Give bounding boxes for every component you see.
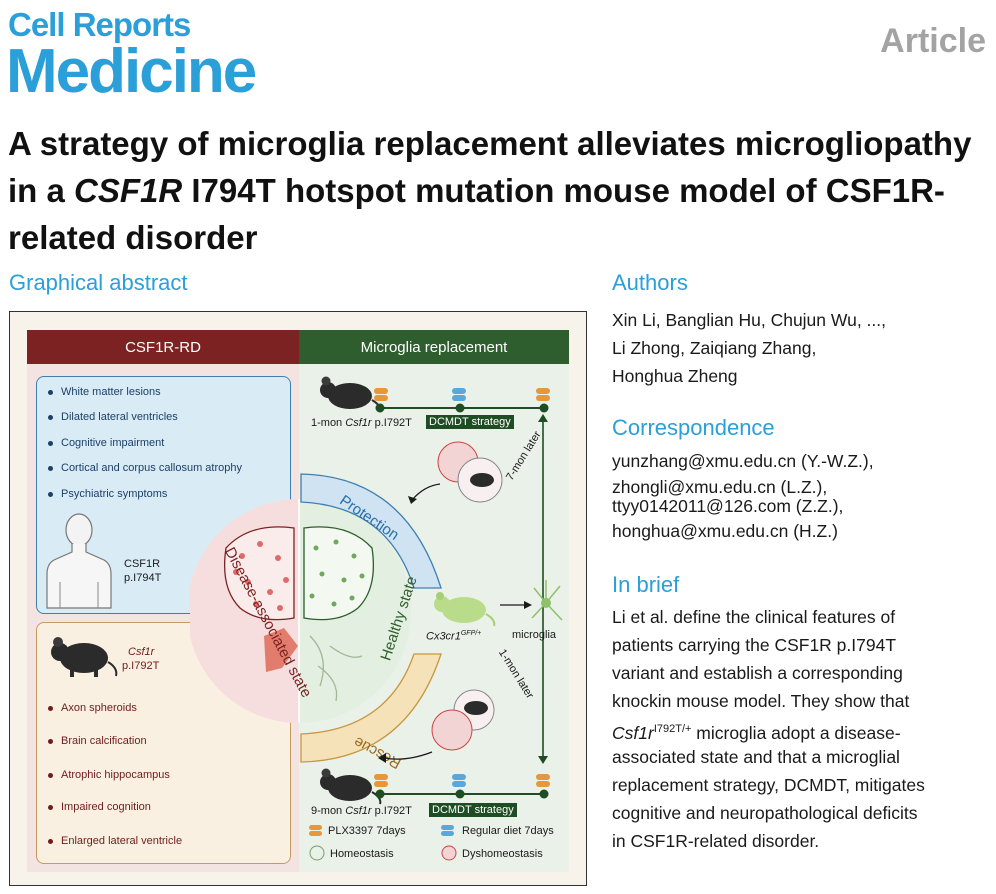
brain-state-circle bbox=[190, 499, 411, 723]
bullet-icon bbox=[48, 492, 53, 497]
in-brief-text: in CSF1R-related disorder. bbox=[612, 831, 820, 851]
rescue-arc bbox=[300, 653, 442, 763]
in-brief-text: cognitive and neuropathological deficits bbox=[612, 803, 918, 823]
regular-diet-pill-icon bbox=[441, 825, 454, 836]
in-brief-text: Li et al. define the clinical features o… bbox=[612, 607, 896, 627]
bullet-icon bbox=[48, 773, 53, 778]
legend-regular-diet: Regular diet 7days bbox=[462, 825, 554, 837]
curve-arrow bbox=[408, 483, 441, 504]
timeline-bottom bbox=[374, 774, 550, 799]
graphical-abstract-heading: Graphical abstract bbox=[9, 270, 188, 295]
bullet-icon bbox=[48, 805, 53, 810]
in-brief-text: replacement strategy, DCMDT, mitigates bbox=[612, 775, 925, 795]
bullet-icon bbox=[48, 739, 53, 744]
journal-name-line1: Cell Reports bbox=[8, 6, 191, 43]
mouse-feature-item: Axon spheroids bbox=[61, 702, 137, 714]
microglia-label: microglia bbox=[512, 629, 557, 641]
protection-arc bbox=[300, 473, 442, 589]
homeostasis-icon bbox=[309, 845, 325, 861]
dcmdt-badge-bottom: DCMDT strategy bbox=[429, 803, 517, 817]
author-line: Xin Li, Banglian Hu, Chujun Wu, ..., bbox=[612, 310, 886, 330]
gfp-mouse-icon bbox=[434, 592, 496, 627]
in-brief-text: knockin mouse model. They show that bbox=[612, 691, 910, 711]
arrow-right-icon bbox=[500, 601, 532, 609]
bullet-icon bbox=[48, 441, 53, 446]
timeline-top bbox=[374, 388, 550, 413]
donor-label: Cx3cr1GFP/+ bbox=[426, 630, 482, 643]
symptom-item: Cortical and corpus callosum atrophy bbox=[61, 462, 242, 474]
mouse-icon bbox=[320, 768, 382, 805]
mouse-variant-label: p.I792T bbox=[122, 660, 160, 672]
bullet-icon bbox=[48, 390, 53, 395]
in-brief-heading: In brief bbox=[612, 572, 680, 597]
dyshomeostasis-cluster-icon bbox=[431, 689, 495, 751]
legend-plx3397: PLX3397 7days bbox=[328, 825, 406, 837]
email-link[interactable]: honghua@xmu.edu.cn (H.Z.) bbox=[612, 521, 838, 541]
mouse-feature-item: Impaired cognition bbox=[61, 801, 151, 813]
microglia-replacement-header: Microglia replacement bbox=[299, 330, 569, 364]
mouse-icon bbox=[320, 376, 382, 413]
legend-homeostasis: Homeostasis bbox=[330, 848, 394, 860]
in-brief-text: patients carrying the CSF1R p.I794T bbox=[612, 635, 897, 655]
timeline-top-label: 1-mon Csf1r p.I792T bbox=[311, 417, 412, 429]
legend-dyshomeostasis: Dyshomeostasis bbox=[462, 848, 543, 860]
timeline-arrow bbox=[538, 414, 548, 764]
symptom-item: Psychiatric symptoms bbox=[61, 488, 168, 500]
in-brief-text: variant and establish a corresponding bbox=[612, 663, 903, 683]
mouse-gene-label: Csf1r bbox=[128, 646, 155, 658]
author-line: Li Zhong, Zaiqiang Zhang, bbox=[612, 338, 817, 358]
plx3397-pill-icon bbox=[309, 825, 322, 836]
dyshomeostasis-cluster-icon bbox=[437, 441, 503, 503]
bullet-icon bbox=[48, 466, 53, 471]
journal-name-line2: Medicine bbox=[6, 37, 257, 106]
article-type-label: Article bbox=[880, 22, 986, 60]
symptom-item: White matter lesions bbox=[61, 386, 161, 398]
in-brief-text: Csf1rI792T/+ microglia adopt a disease- bbox=[612, 722, 901, 743]
email-link[interactable]: ttyy0142011@126.com (Z.Z.), bbox=[612, 496, 844, 516]
csf1r-rd-header: CSF1R-RD bbox=[27, 330, 299, 364]
authors-heading: Authors bbox=[612, 270, 688, 295]
author-line: Honghua Zheng bbox=[612, 366, 738, 386]
dyshomeostasis-icon bbox=[441, 845, 457, 861]
curve-arrow bbox=[378, 751, 433, 763]
symptom-item: Dilated lateral ventricles bbox=[61, 411, 178, 423]
mouse-icon bbox=[51, 637, 118, 677]
article-title: A strategy of microglia replacement alle… bbox=[8, 125, 972, 256]
human-patient-icon bbox=[46, 513, 112, 609]
symptom-item: Cognitive impairment bbox=[61, 437, 165, 449]
human-variant-label: p.I794T bbox=[124, 572, 162, 584]
mouse-feature-item: Brain calcification bbox=[61, 735, 147, 747]
bullet-icon bbox=[48, 415, 53, 420]
mouse-feature-item: Enlarged lateral ventricle bbox=[61, 835, 183, 847]
microglia-icon bbox=[531, 580, 563, 621]
dcmdt-badge-top: DCMDT strategy bbox=[426, 415, 514, 429]
timeline-bottom-label: 9-mon Csf1r p.I792T bbox=[311, 805, 412, 817]
human-gene-label: CSF1R bbox=[124, 558, 161, 570]
mouse-feature-item: Atrophic hippocampus bbox=[61, 769, 170, 781]
email-link[interactable]: zhongli@xmu.edu.cn (L.Z.), bbox=[612, 477, 828, 497]
bullet-icon bbox=[48, 706, 53, 711]
bullet-icon bbox=[48, 839, 53, 844]
email-link[interactable]: yunzhang@xmu.edu.cn (Y.-W.Z.), bbox=[612, 451, 874, 471]
in-brief-text: associated state and that a microglial bbox=[612, 747, 900, 767]
correspondence-heading: Correspondence bbox=[612, 415, 775, 440]
